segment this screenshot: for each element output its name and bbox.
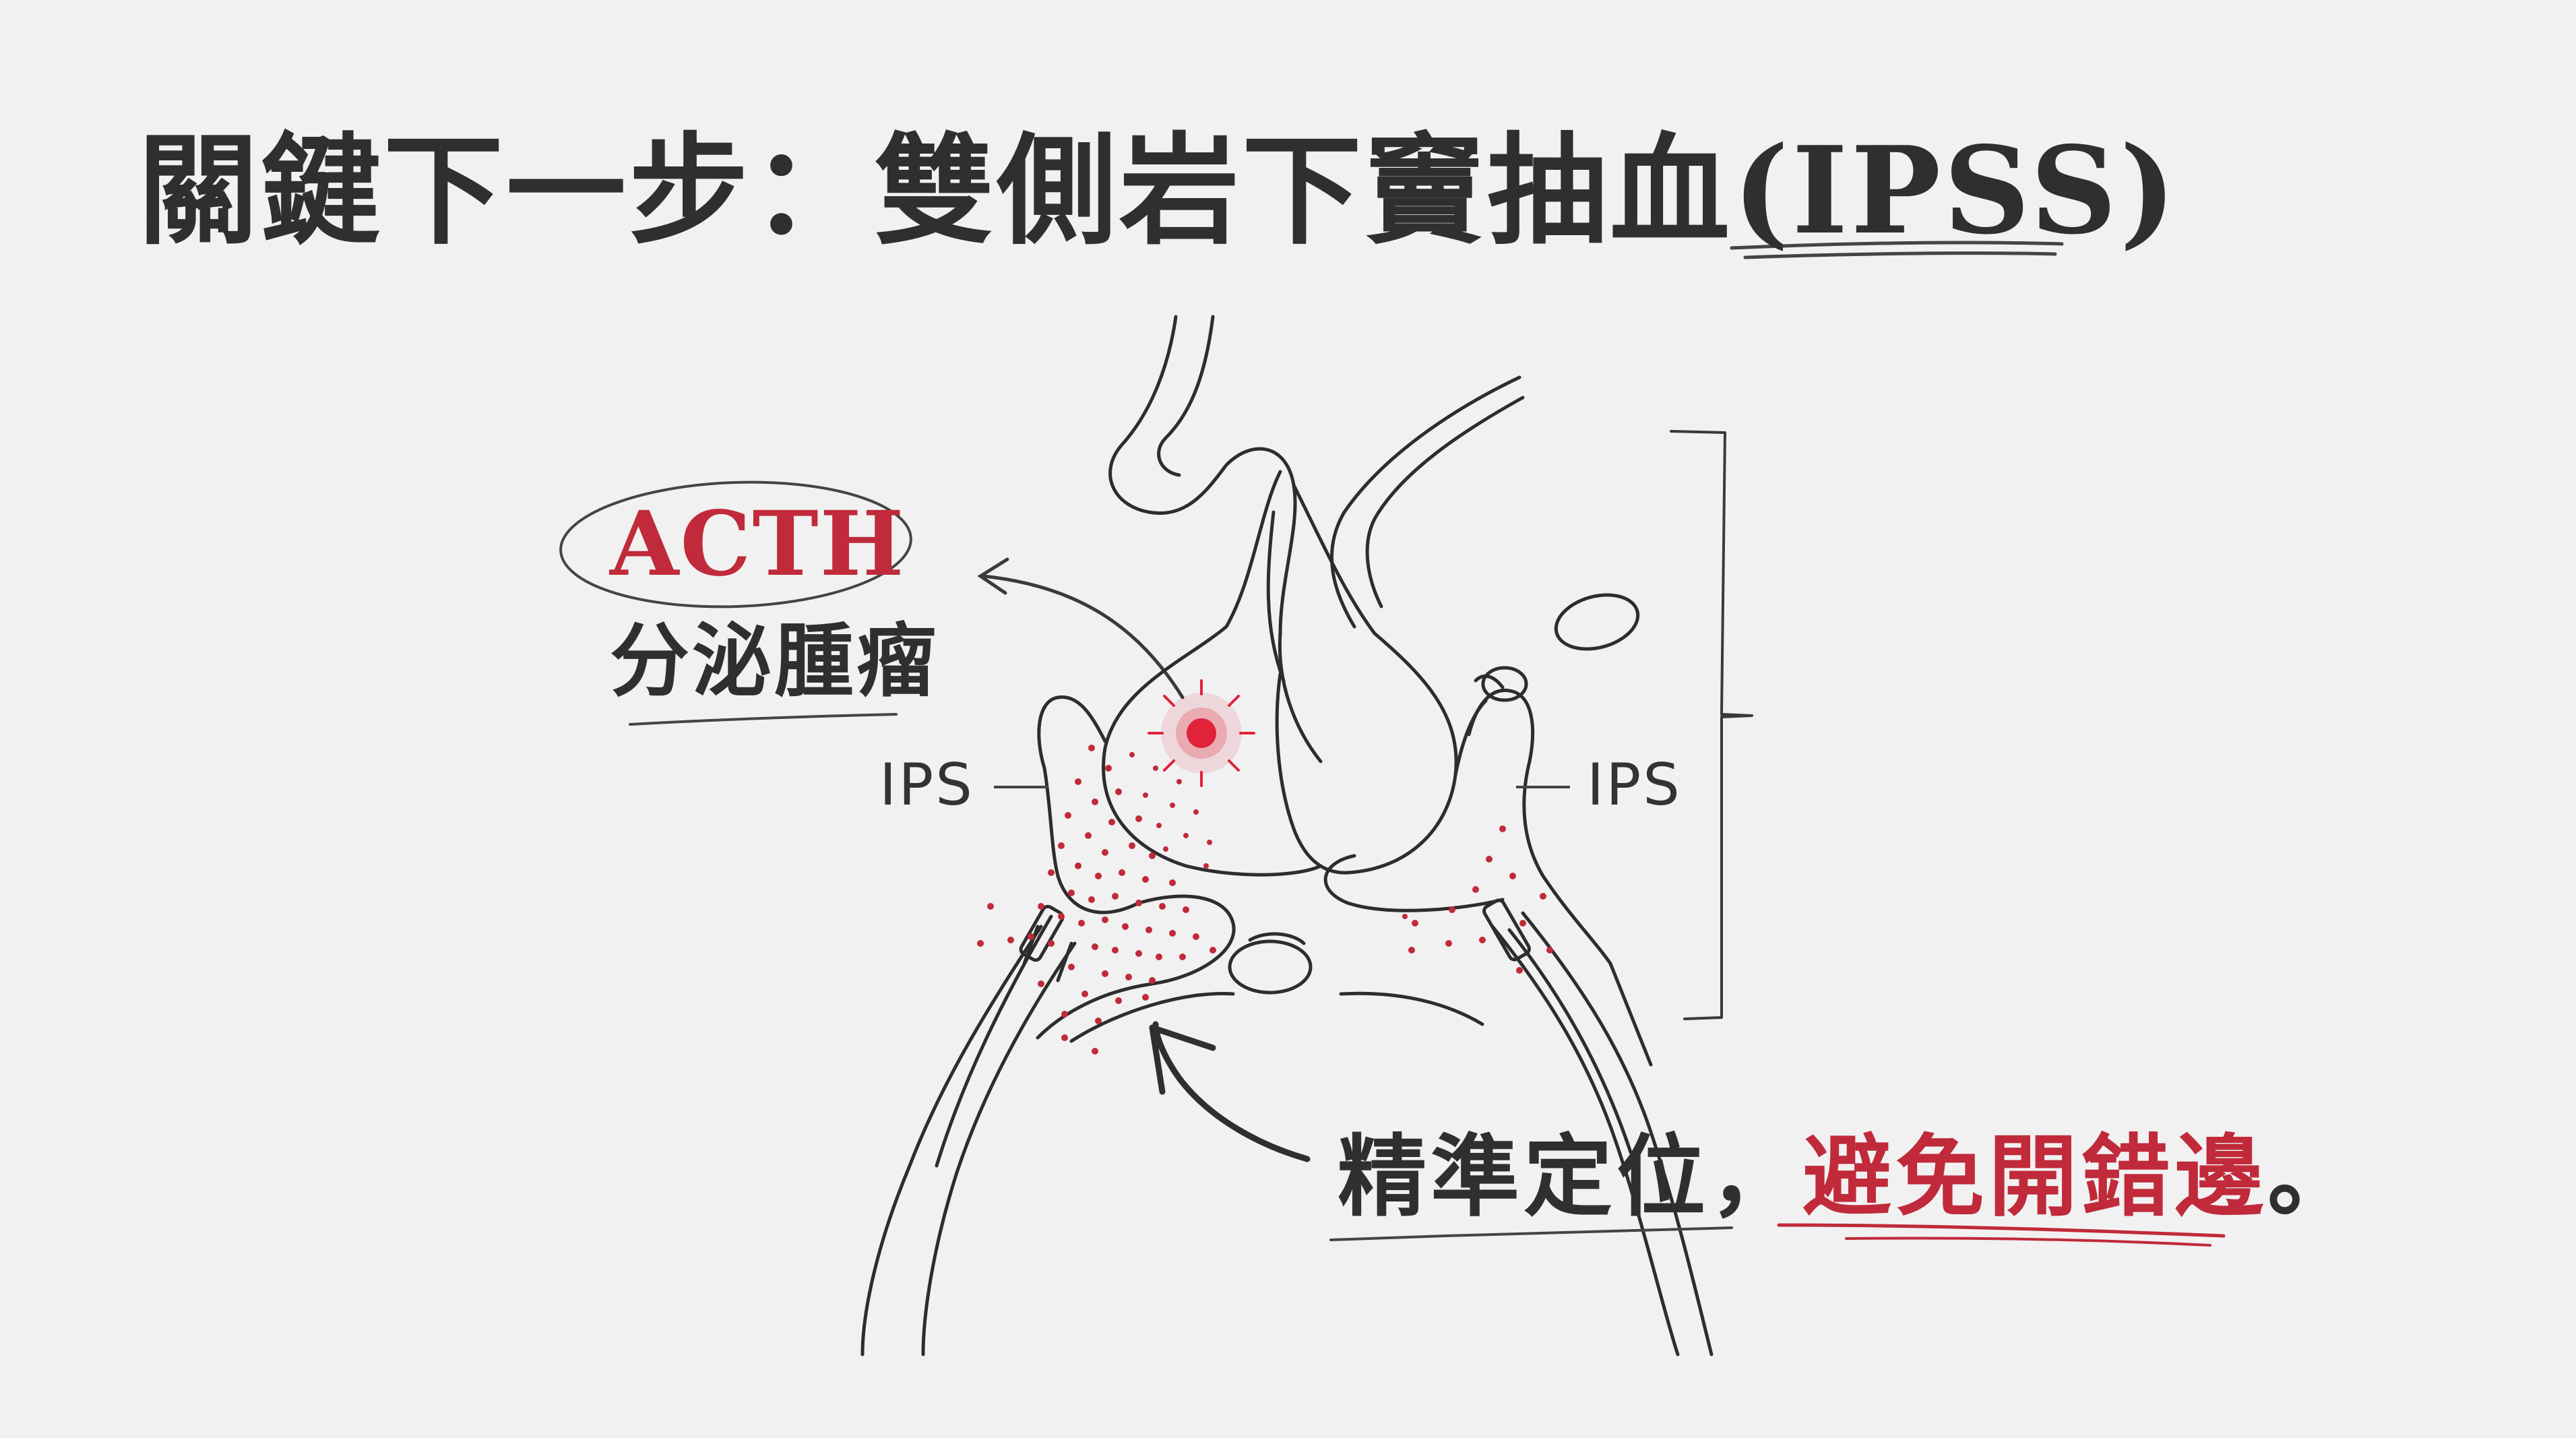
title-abbreviation: (IPSS) <box>1732 120 2179 261</box>
hormone-label: ACTH <box>610 492 906 596</box>
right-sinus-hormone-dots <box>1402 825 1553 974</box>
caption-pointer-arrow <box>1149 1021 1311 1162</box>
caption-lead: 精準定位， <box>1338 1125 1802 1229</box>
ips-left-label: IPS <box>879 751 974 819</box>
pituitary-gland <box>1102 315 1525 877</box>
caption: 精準定位，避免開錯邊。 <box>1338 1105 2360 1234</box>
page-title: 關鍵下一步：雙側岩下竇抽血(IPSS) <box>138 94 2179 268</box>
tumor-label-underline <box>629 713 898 726</box>
title-main: 關鍵下一步：雙側岩下竇抽血 <box>138 121 1732 261</box>
caption-end: 。 <box>2267 1125 2360 1229</box>
caption-highlight: 避免開錯邊 <box>1802 1125 2267 1229</box>
left-catheter <box>860 904 1077 1356</box>
tumor-description: 分泌腫瘤 <box>610 615 939 708</box>
right-catheter <box>1482 898 1714 1356</box>
side-bracket <box>1670 430 1753 1020</box>
tumor-spot <box>1148 679 1255 787</box>
acth-highlight-ellipse <box>559 480 912 608</box>
tumor-pointer-arrow <box>977 557 1185 699</box>
title-underline <box>1730 241 2064 259</box>
left-sinus-hormone-dots <box>977 745 1216 1055</box>
ips-right-label: IPS <box>1587 751 1682 819</box>
caption-underlines <box>1329 1223 2226 1247</box>
sella-outline <box>1036 593 1640 1043</box>
